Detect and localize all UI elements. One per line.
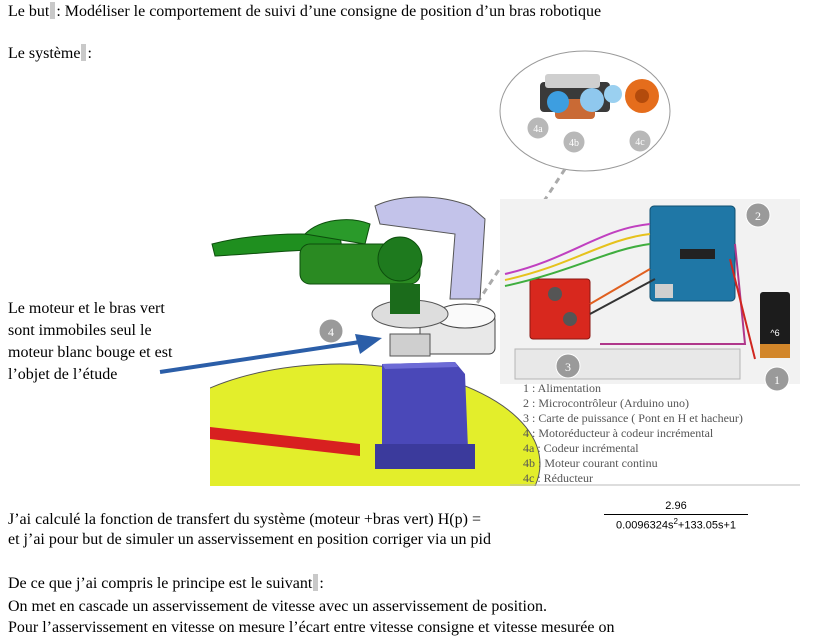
cascade-line: On met en cascade un asservissement de v… <box>8 598 547 615</box>
breadboard <box>514 348 741 380</box>
goal-label: Le but <box>8 3 50 20</box>
system-colon: : <box>87 45 92 62</box>
text-cursor-mark <box>81 44 87 61</box>
text-cursor-mark <box>313 574 319 591</box>
tf-line-2-text: et j’ai pour but de simuler un asserviss… <box>8 531 491 548</box>
callout-line: Le moteur et le bras vert <box>8 300 165 317</box>
h-bridge-board <box>529 278 591 340</box>
goal-text: : Modéliser le comportement de suivi d’u… <box>56 3 602 20</box>
gear-motor-icon <box>540 74 659 119</box>
system-line: Le système: <box>8 44 92 64</box>
red-rail <box>210 427 360 456</box>
callout-note: Le moteur et le bras vert sont immobiles… <box>8 298 172 386</box>
green-arm <box>211 219 423 314</box>
callout-line: sont immobiles seul le <box>8 322 152 339</box>
legend-item: 4c : Réducteur <box>523 471 593 485</box>
wires <box>504 223 756 360</box>
badge-4c: 4c <box>628 129 652 153</box>
robot-arm-figure: ^6 4a 4b 4c 2 4 3 1 1 : Alimentation 2 :… <box>210 50 800 486</box>
text-cursor-mark <box>50 2 56 19</box>
white-motor <box>389 303 496 357</box>
callout-arrow-icon <box>159 334 382 374</box>
badge-4a-label: 4a <box>533 124 543 135</box>
arduino-board <box>649 205 736 302</box>
battery-9v: ^6 <box>760 292 790 358</box>
system-label: Le systèm <box>8 45 74 62</box>
tf-line-1: J’ai calculé la fonction de transfert du… <box>8 511 481 528</box>
tf-line-2: et j’ai pour but de simuler un asserviss… <box>8 530 491 550</box>
legend-item: 1 : Alimentation <box>523 381 601 395</box>
speed-line: Pour l’asservissement en vitesse on mesu… <box>8 619 615 636</box>
badge-4-label: 4 <box>328 325 334 339</box>
tf-numerator: 2.96 <box>604 500 748 515</box>
purple-base <box>375 362 475 469</box>
transfer-function: 2.96 0.0096324s2+133.05s+1 <box>604 500 748 532</box>
principle-line: De ce que j’ai compris le principe est l… <box>8 574 324 594</box>
badge-4a: 4a <box>526 116 550 140</box>
badge-3: 3 <box>555 353 581 379</box>
callout-line: moteur blanc bouge et est <box>8 344 173 361</box>
badge-2-label: 2 <box>755 209 761 223</box>
badge-3-label: 3 <box>565 360 571 374</box>
badge-1-label: 1 <box>774 373 780 387</box>
tf-den-b: +133.05s+1 <box>677 519 737 532</box>
goal-line: Le but : Modéliser le comportement de sui… <box>8 2 601 22</box>
tf-den-exp: 2 <box>673 517 678 526</box>
system-label-suffix: e <box>73 45 81 62</box>
legend-item: 4 : Motoréducteur à codeur incrémental <box>523 426 714 440</box>
figure-legend: 1 : Alimentation 2 : Microcontrôleur (Ar… <box>523 381 743 485</box>
badge-2: 2 <box>745 202 771 228</box>
zoom-dashed-line <box>468 168 567 315</box>
principle-text: De ce que j’ai compris le principe est l… <box>8 575 313 592</box>
badge-4: 4 <box>318 318 344 344</box>
battery-label: ^6 <box>770 328 779 338</box>
badge-4b: 4b <box>562 130 586 154</box>
tf-den-a: 0.0096324s <box>615 519 674 532</box>
badge-4b-label: 4b <box>569 138 579 149</box>
badge-1: 1 <box>764 366 790 392</box>
tf-denominator: 0.0096324s2+133.05s+1 <box>604 515 748 532</box>
legend-item: 4b : Moteur courant continu <box>523 456 658 470</box>
legend-item: 2 : Microcontrôleur (Arduino uno) <box>523 396 689 410</box>
badge-4c-label: 4c <box>635 137 645 148</box>
lavender-bracket <box>374 196 486 300</box>
legend-item: 4a : Codeur incrémental <box>523 441 639 455</box>
callout-line: l’objet de l’étude <box>8 366 118 383</box>
principle-colon: : <box>319 575 324 592</box>
legend-item: 3 : Carte de puissance ( Pont en H et ha… <box>523 411 743 425</box>
